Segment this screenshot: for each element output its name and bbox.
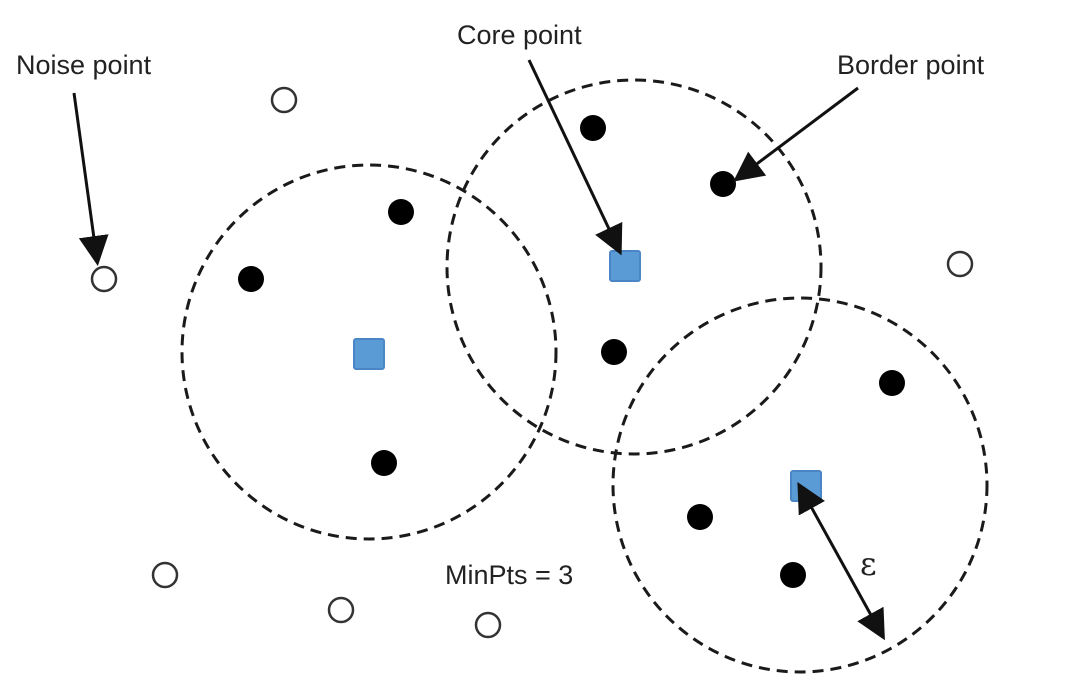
noise-point xyxy=(270,86,298,114)
border-point xyxy=(371,450,397,476)
core-point-arrow xyxy=(527,59,623,256)
noise-point xyxy=(90,265,118,293)
epsilon-neighborhood-bottom-right xyxy=(611,296,989,674)
border-point xyxy=(238,266,264,292)
noise-point xyxy=(151,561,179,589)
border-point xyxy=(710,171,736,197)
border-point xyxy=(879,370,905,396)
noise-point xyxy=(474,611,502,639)
epsilon-label: ε xyxy=(860,545,877,583)
border-point-label: Border point xyxy=(837,50,985,80)
epsilon-neighborhood-left xyxy=(180,163,558,541)
noise-point xyxy=(946,250,974,278)
core-point-label: Core point xyxy=(457,20,582,50)
border-point xyxy=(687,504,713,530)
noise-point-label: Noise point xyxy=(16,50,152,80)
border-point xyxy=(388,199,414,225)
epsilon-neighborhood-top xyxy=(445,78,823,456)
core-point xyxy=(609,250,641,282)
min-pts-label: MinPts = 3 xyxy=(445,560,573,590)
border-point-arrow xyxy=(733,86,859,182)
noise-point xyxy=(327,596,355,624)
core-point xyxy=(353,338,385,370)
border-point xyxy=(601,339,627,365)
border-point xyxy=(580,115,606,141)
core-point xyxy=(790,470,822,502)
border-point xyxy=(780,562,806,588)
noise-point-arrow xyxy=(72,92,109,266)
epsilon-radius-arrow xyxy=(797,481,885,641)
